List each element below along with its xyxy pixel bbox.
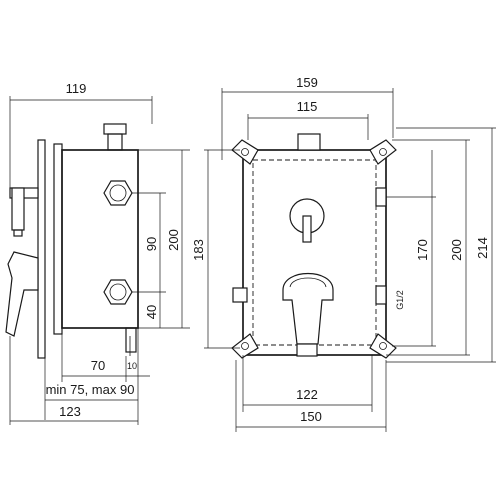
dim-label-183: 183 [191, 239, 206, 261]
front-lever-handle [282, 272, 334, 345]
side-top-pipe [107, 133, 123, 151]
front-inlet-right-lower [375, 285, 387, 305]
side-top-nut [103, 123, 127, 135]
dim-label-159: 159 [296, 75, 318, 90]
dim-label-123: 123 [59, 404, 81, 419]
dim-label-10: 10 [127, 361, 137, 371]
side-bottom-outlet [125, 327, 137, 353]
front-bottom-outlet [296, 343, 318, 357]
front-lug-tl [231, 139, 259, 165]
side-hex-upper-ring [109, 184, 127, 202]
dim-label-122: 122 [296, 387, 318, 402]
dim-label-119: 119 [66, 81, 87, 96]
side-knob-tip [13, 229, 23, 237]
front-lug-tr [369, 139, 397, 165]
front-lug-bl [231, 333, 259, 359]
front-view: G1/2 159 115 183 170 200 214 [191, 75, 496, 432]
thread-label: G1/2 [395, 290, 405, 310]
dim-label-40: 40 [144, 305, 159, 319]
front-diverter-stem [302, 215, 312, 243]
front-lever-highlight [289, 277, 327, 288]
side-view: 119 200 90 40 70 10 min 75, max 90 123 [5, 81, 190, 425]
dim-label-70: 70 [91, 358, 105, 373]
side-flange [53, 143, 63, 335]
dim-label-214: 214 [475, 237, 490, 259]
dim-label-115: 115 [297, 99, 318, 114]
side-knob-body [11, 187, 25, 231]
side-trim-plate [37, 139, 46, 359]
dim-label-200-side: 200 [166, 229, 181, 251]
front-inlet-left-lower [232, 287, 248, 303]
dim-label-170: 170 [415, 239, 430, 261]
front-inlet-right-upper [375, 187, 387, 207]
side-lever-handle [5, 251, 39, 337]
dim-label-150: 150 [300, 409, 322, 424]
side-hex-lower-ring [109, 283, 127, 301]
dim-label-90: 90 [144, 237, 159, 251]
front-top-inlet [297, 133, 321, 151]
dim-label-range: min 75, max 90 [46, 382, 135, 397]
dim-label-200-front: 200 [449, 239, 464, 261]
